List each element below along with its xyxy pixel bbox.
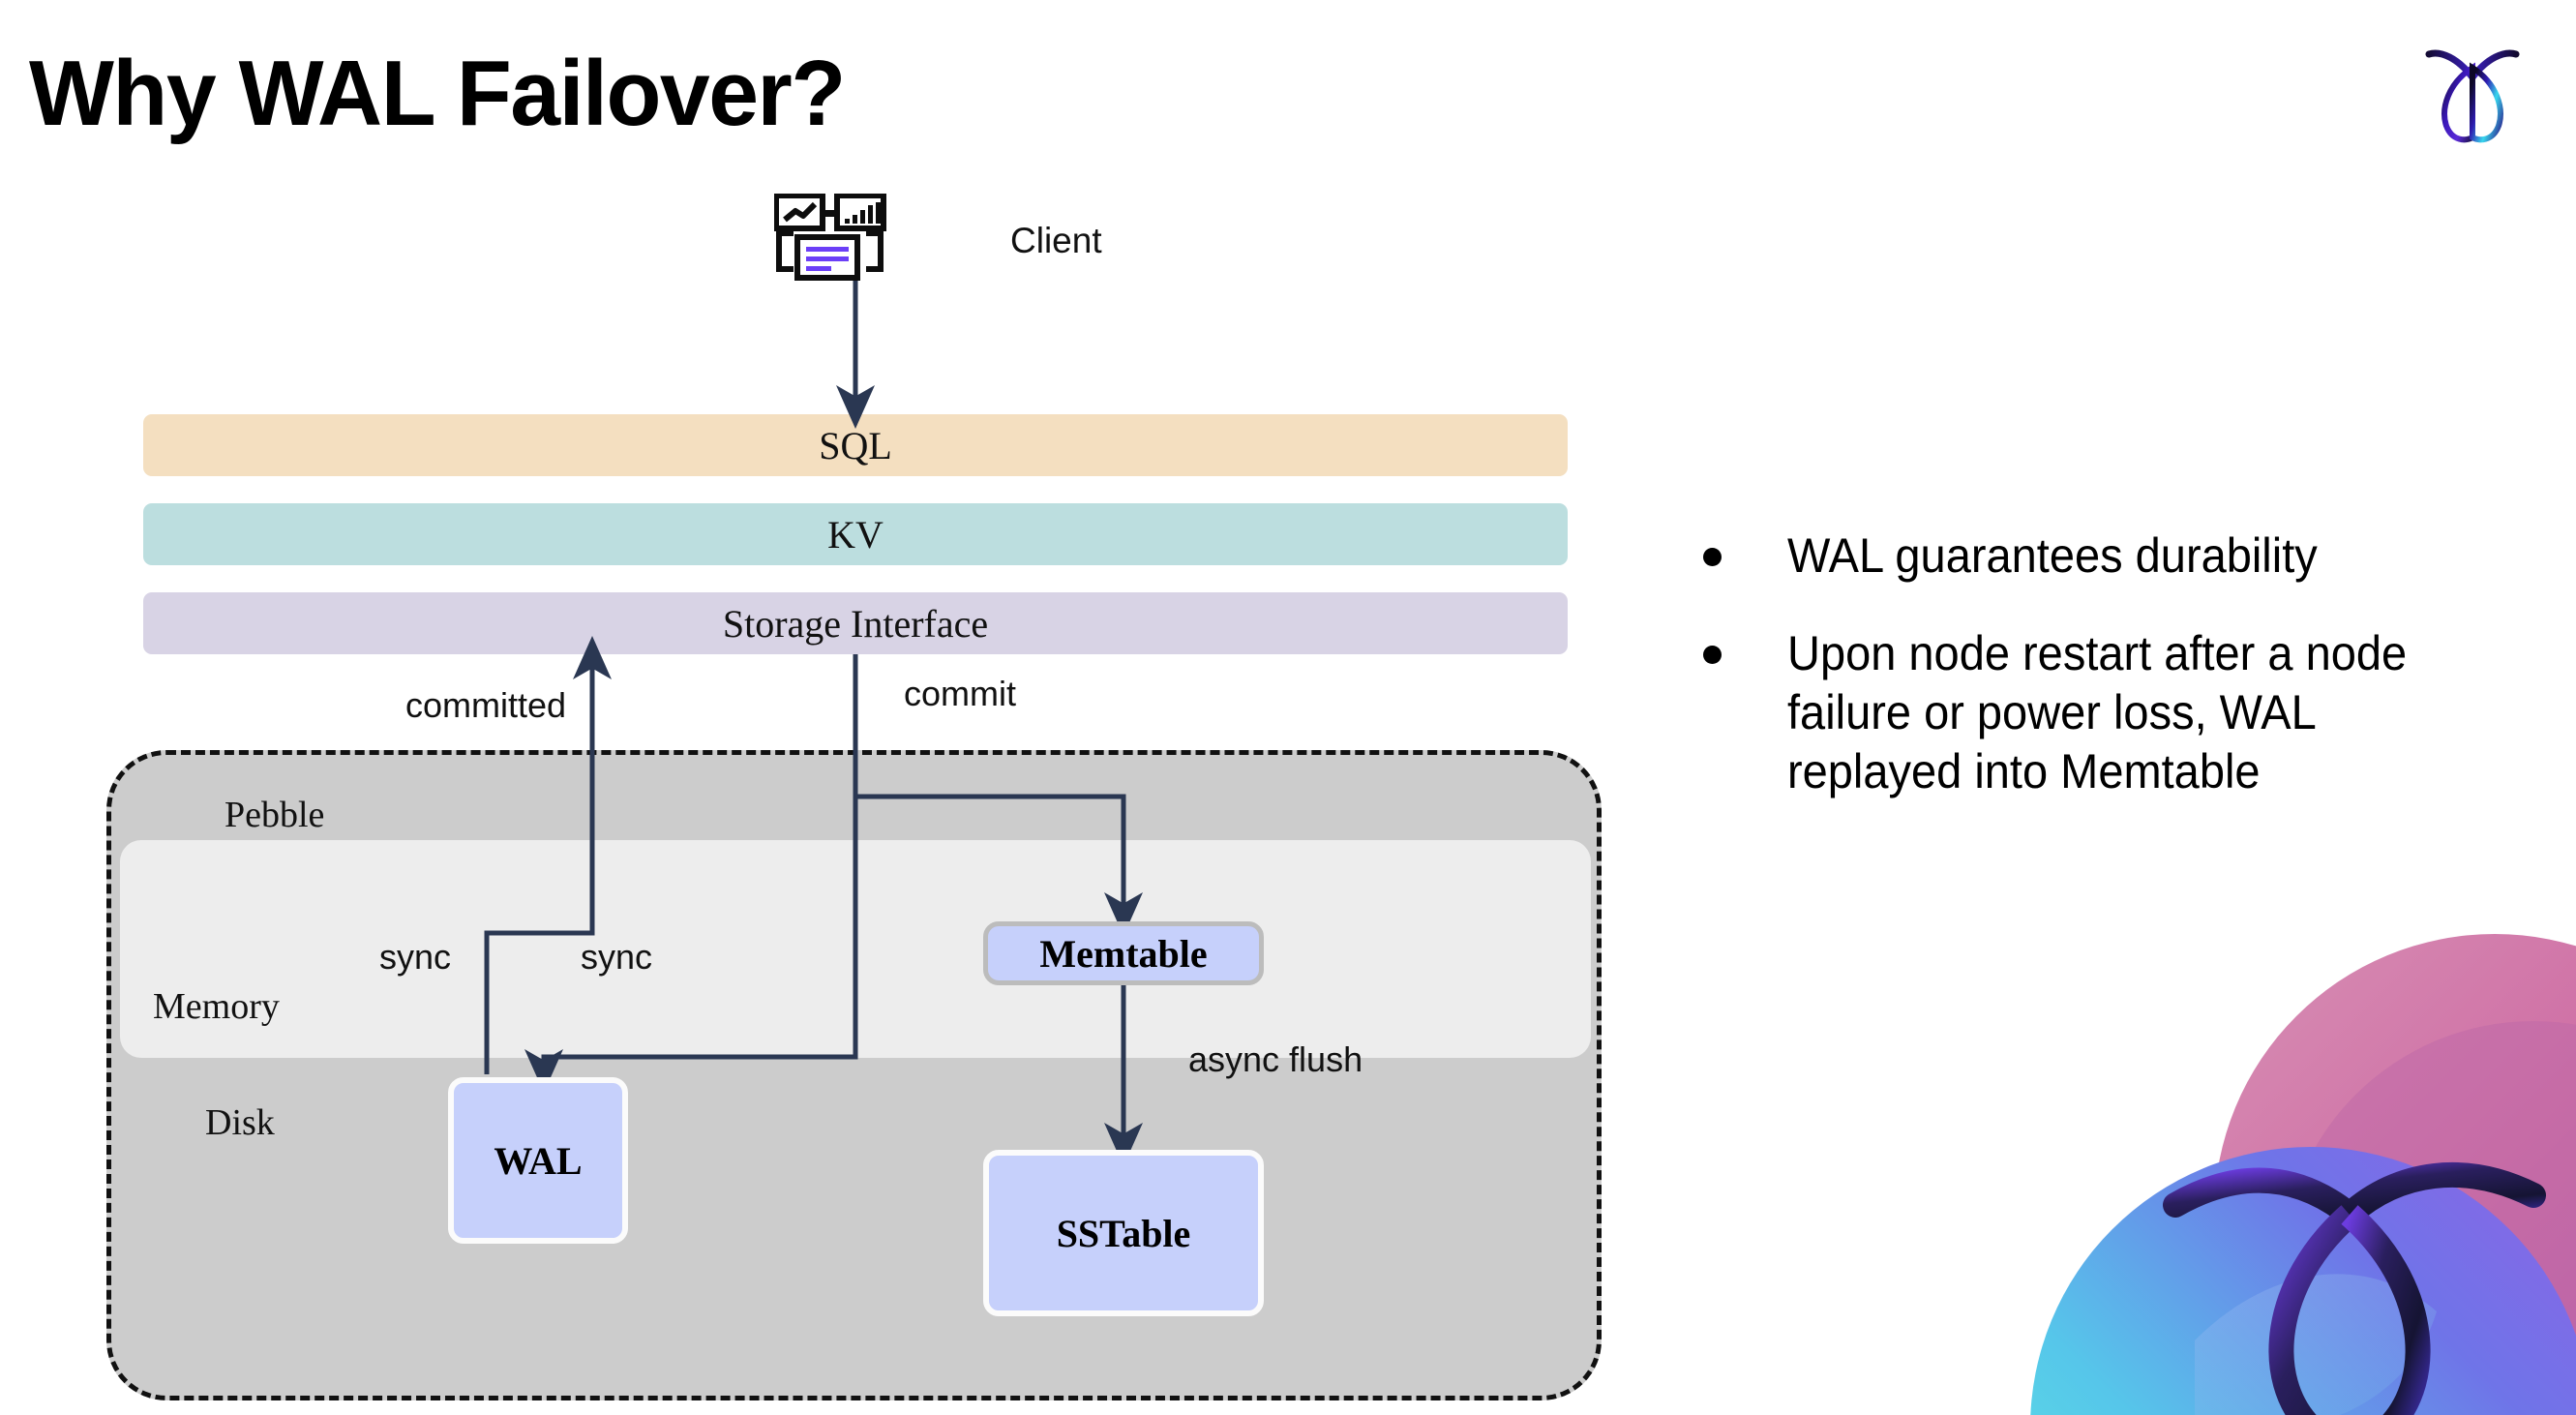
list-item: WAL guarantees durability bbox=[1703, 527, 2506, 586]
bullet-text: WAL guarantees durability bbox=[1787, 528, 2318, 583]
pebble-label: Pebble bbox=[225, 795, 325, 835]
layer-bar-sql: SQL bbox=[143, 414, 1568, 476]
list-item: Upon node restart after a node failure o… bbox=[1703, 624, 2506, 801]
node-wal-label: WAL bbox=[494, 1138, 583, 1183]
edge-label-sync-right: sync bbox=[581, 937, 653, 977]
edge-label-commit: commit bbox=[904, 674, 1016, 713]
decorative-gradient-graphic bbox=[1953, 924, 2576, 1415]
memory-region bbox=[120, 840, 1591, 1058]
layer-bar-kv: KV bbox=[143, 503, 1568, 565]
bullet-list: WAL guarantees durability Upon node rest… bbox=[1703, 527, 2506, 840]
bullet-dot-icon bbox=[1703, 646, 1722, 664]
disk-label: Disk bbox=[205, 1102, 275, 1143]
layer-bar-storage-interface: Storage Interface bbox=[143, 592, 1568, 654]
node-memtable-label: Memtable bbox=[1039, 931, 1208, 976]
cockroachdb-logo-icon bbox=[2415, 35, 2530, 143]
client-dashboard-icon bbox=[773, 193, 929, 281]
client-label: Client bbox=[1010, 221, 1102, 260]
page-title: Why WAL Failover? bbox=[29, 42, 846, 145]
node-memtable: Memtable bbox=[983, 921, 1264, 985]
layer-bar-storage-interface-label: Storage Interface bbox=[722, 601, 989, 646]
bullet-text: Upon node restart after a node failure o… bbox=[1787, 626, 2408, 798]
edge-label-committed: committed bbox=[405, 685, 567, 725]
layer-bar-sql-label: SQL bbox=[819, 423, 892, 467]
edge-label-sync-left: sync bbox=[379, 937, 452, 977]
node-sstable-label: SSTable bbox=[1056, 1211, 1191, 1255]
edge-label-async-flush: async flush bbox=[1188, 1039, 1363, 1079]
memory-label: Memory bbox=[153, 986, 280, 1027]
layer-bar-kv-label: KV bbox=[827, 512, 884, 557]
node-wal: WAL bbox=[448, 1077, 628, 1244]
node-sstable: SSTable bbox=[983, 1150, 1264, 1316]
bullet-dot-icon bbox=[1703, 548, 1722, 566]
